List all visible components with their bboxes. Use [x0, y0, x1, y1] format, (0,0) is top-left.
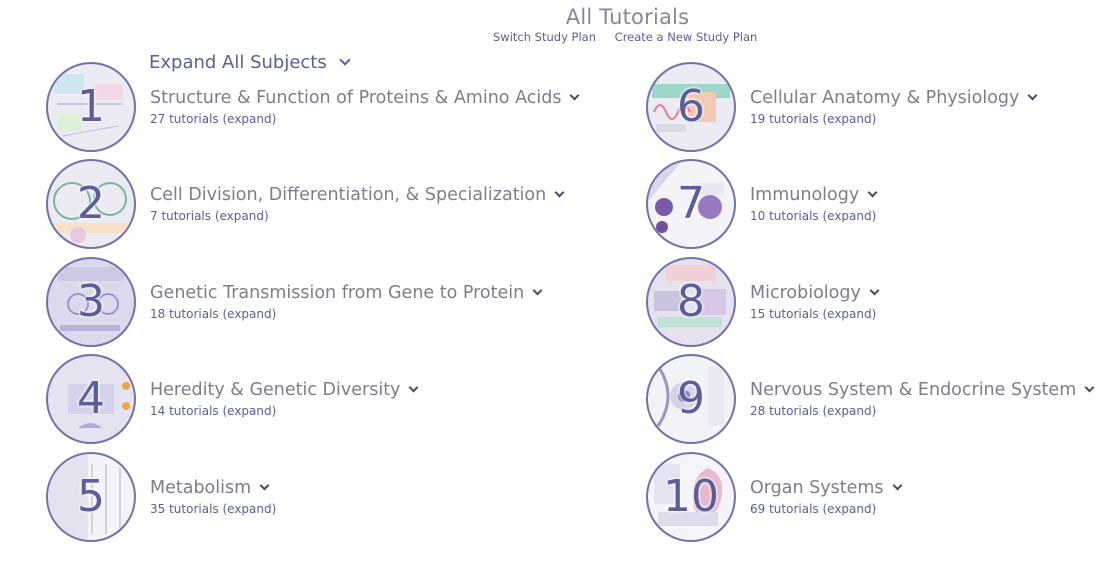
subject-title-text: Genetic Transmission from Gene to Protei… — [150, 283, 525, 303]
page-title: All Tutorials — [565, 5, 690, 29]
subject-title-text: Nervous System & Endocrine System — [750, 380, 1077, 400]
subject-title-text: Cell Division, Differentiation, & Specia… — [150, 185, 547, 205]
subject-title[interactable]: Organ Systems — [750, 478, 902, 498]
subject-title[interactable]: Heredity & Genetic Diversity — [150, 380, 419, 400]
subject-title[interactable]: Immunology — [750, 185, 878, 205]
subject-title[interactable]: Cellular Anatomy & Physiology — [750, 88, 1038, 108]
subject-item-8[interactable]: 8 Microbiology 15 tutorials (expand) — [646, 257, 1116, 347]
subject-title-text: Metabolism — [150, 478, 252, 498]
subject-item-4[interactable]: 4 Heredity & Genetic Diversity 14 tutori… — [46, 354, 516, 444]
subject-title[interactable]: Genetic Transmission from Gene to Protei… — [150, 283, 543, 303]
subject-number: 7 — [677, 178, 705, 229]
subject-title[interactable]: Metabolism — [150, 478, 270, 498]
tutorial-count[interactable]: 15 tutorials (expand) — [750, 307, 877, 321]
subject-title-text: Heredity & Genetic Diversity — [150, 380, 401, 400]
subject-item-2[interactable]: 2 Cell Division, Differentiation, & Spec… — [46, 159, 565, 249]
subject-title[interactable]: Nervous System & Endocrine System — [750, 380, 1095, 400]
subject-item-5[interactable]: 5 Metabolism 35 tutorials (expand) — [46, 452, 516, 542]
subject-number: 3 — [77, 276, 105, 327]
chevron-down-icon — [570, 90, 580, 100]
chevron-down-icon — [1084, 382, 1095, 392]
subject-thumbnail[interactable]: 5 — [46, 452, 136, 542]
subject-thumbnail[interactable]: 2 — [46, 159, 136, 249]
tutorial-count[interactable]: 28 tutorials (expand) — [750, 404, 877, 418]
tutorial-count[interactable]: 14 tutorials (expand) — [150, 404, 277, 418]
subject-thumbnail[interactable]: 4 — [46, 354, 136, 444]
expand-all-label: Expand All Subjects — [149, 52, 327, 73]
subject-item-3[interactable]: 3 Genetic Transmission from Gene to Prot… — [46, 257, 543, 347]
subject-item-1[interactable]: 1 Structure & Function of Proteins & Ami… — [46, 62, 580, 152]
chevron-down-icon — [869, 285, 880, 295]
chevron-down-icon — [532, 285, 543, 295]
subject-number: 8 — [677, 276, 705, 327]
subject-title-text: Microbiology — [750, 283, 861, 303]
subject-title-text: Cellular Anatomy & Physiology — [750, 88, 1020, 108]
subject-title-text: Structure & Function of Proteins & Amino… — [150, 88, 562, 108]
tutorial-count[interactable]: 69 tutorials (expand) — [750, 502, 877, 516]
subject-number: 6 — [677, 81, 705, 132]
switch-study-plan-link[interactable]: Switch Study Plan — [493, 30, 597, 44]
subject-number: 5 — [77, 471, 105, 522]
chevron-down-icon — [554, 187, 565, 197]
tutorial-count[interactable]: 27 tutorials (expand) — [150, 112, 277, 126]
tutorial-count[interactable]: 19 tutorials (expand) — [750, 112, 877, 126]
subject-item-10[interactable]: 10 Organ Systems 69 tutorials (expand) — [646, 452, 1116, 542]
subject-number: 1 — [77, 81, 105, 132]
subject-thumbnail[interactable]: 3 — [46, 257, 136, 347]
subject-number: 10 — [663, 471, 719, 522]
subject-thumbnail[interactable]: 9 — [646, 354, 736, 444]
subject-number: 4 — [77, 373, 105, 424]
subject-item-9[interactable]: 9 Nervous System & Endocrine System 28 t… — [646, 354, 1116, 444]
expand-all-subjects-button[interactable]: Expand All Subjects — [149, 52, 351, 73]
subject-title[interactable]: Structure & Function of Proteins & Amino… — [150, 88, 580, 108]
subject-title-text: Immunology — [750, 185, 860, 205]
chevron-down-icon — [408, 382, 419, 392]
subject-thumbnail[interactable]: 10 — [646, 452, 736, 542]
subject-title[interactable]: Cell Division, Differentiation, & Specia… — [150, 185, 565, 205]
subject-number: 9 — [677, 373, 705, 424]
tutorial-count[interactable]: 35 tutorials (expand) — [150, 502, 277, 516]
create-study-plan-link[interactable]: Create a New Study Plan — [614, 30, 758, 44]
chevron-down-icon — [1027, 90, 1038, 100]
chevron-down-icon — [867, 187, 878, 197]
subject-thumbnail[interactable]: 1 — [46, 62, 136, 152]
chevron-down-icon — [259, 480, 270, 490]
subject-item-6[interactable]: 6 Cellular Anatomy & Physiology 19 tutor… — [646, 62, 1116, 152]
chevron-down-icon — [892, 480, 902, 490]
subject-title[interactable]: Microbiology — [750, 283, 880, 303]
study-plan-links: Switch Study Plan Create a New Study Pla… — [493, 30, 772, 44]
tutorial-count[interactable]: 10 tutorials (expand) — [750, 209, 877, 223]
subject-item-7[interactable]: 7 Immunology 10 tutorials (expand) — [646, 159, 1116, 249]
subject-number: 2 — [77, 178, 105, 229]
tutorial-count[interactable]: 18 tutorials (expand) — [150, 307, 277, 321]
tutorial-count[interactable]: 7 tutorials (expand) — [150, 209, 269, 223]
subject-thumbnail[interactable]: 8 — [646, 257, 736, 347]
subject-thumbnail[interactable]: 7 — [646, 159, 736, 249]
subject-title-text: Organ Systems — [750, 478, 884, 498]
subject-thumbnail[interactable]: 6 — [646, 62, 736, 152]
